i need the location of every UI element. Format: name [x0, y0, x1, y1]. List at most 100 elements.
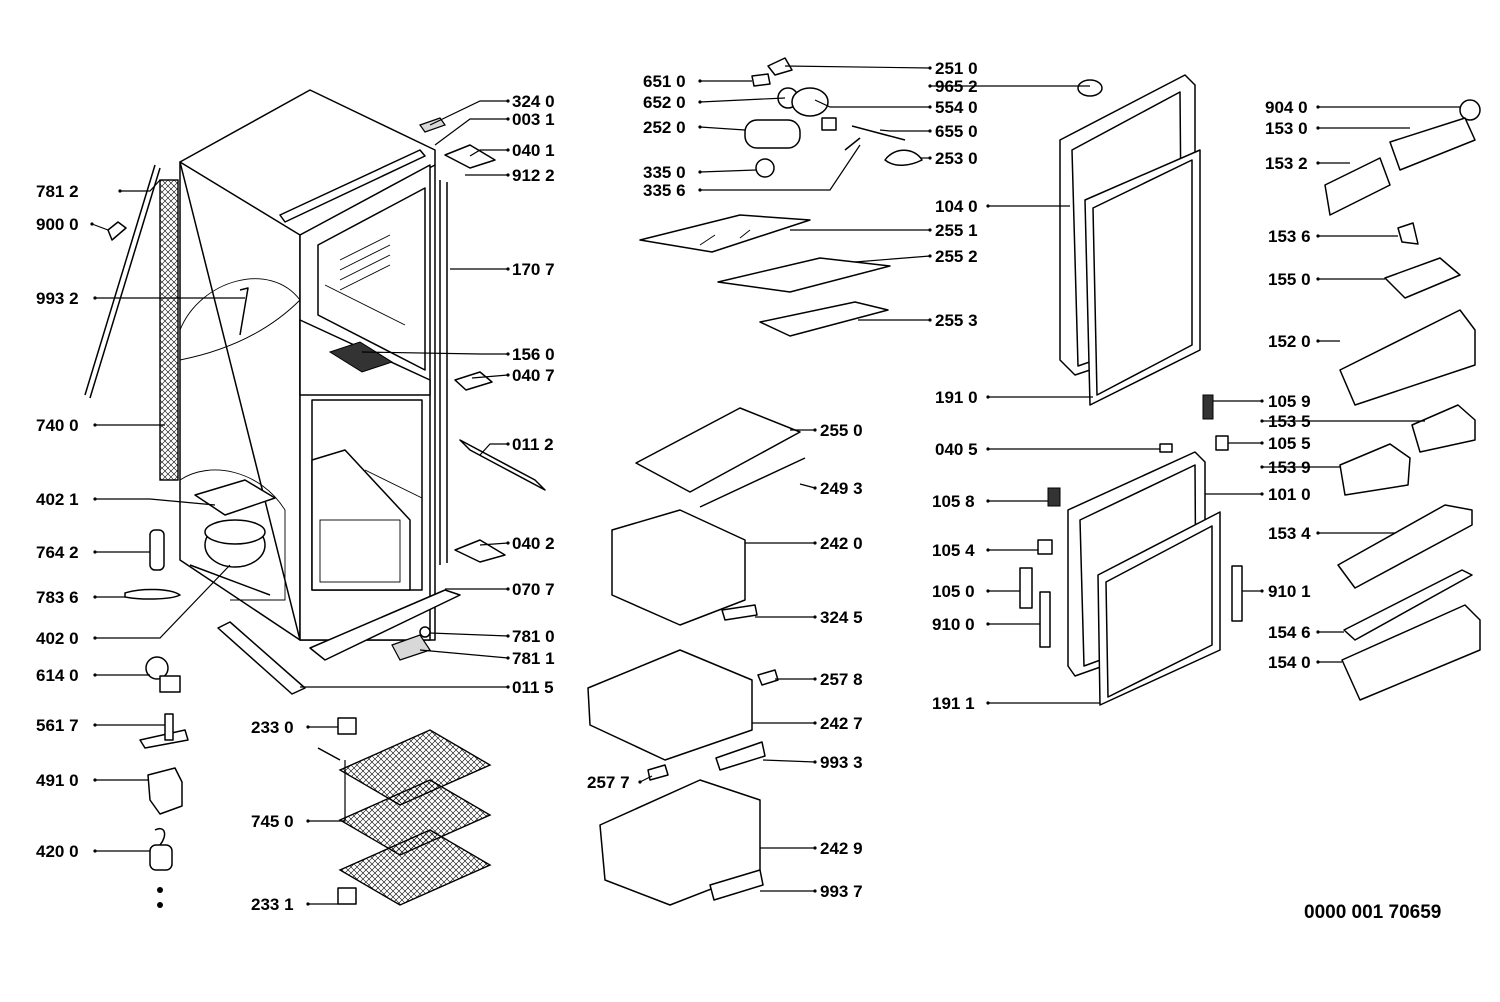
- part-label-011-2: 011 2: [512, 435, 554, 454]
- part-label-965-2: 965 2: [935, 77, 978, 96]
- leader-end-dot: [813, 760, 817, 764]
- part-label-910-1: 910 1: [1268, 582, 1311, 601]
- part-label-651-0: 651 0: [643, 72, 686, 91]
- leader-end-dot: [813, 846, 817, 850]
- leader-end-dot: [1316, 339, 1320, 343]
- leader-end-dot: [1260, 399, 1264, 403]
- leader-end-dot: [506, 634, 510, 638]
- part-label-402-0: 402 0: [36, 629, 79, 648]
- leader-end-dot: [698, 79, 702, 83]
- leader-end-dot: [506, 656, 510, 660]
- control-unit-drawing: [744, 57, 923, 178]
- leader-end-dot: [928, 156, 932, 160]
- part-label-652-0: 652 0: [643, 93, 686, 112]
- leader-end-dot: [698, 188, 702, 192]
- part-label-554-0: 554 0: [935, 98, 978, 117]
- cabinet-drawing: [84, 89, 546, 695]
- part-label-993-2: 993 2: [36, 289, 79, 308]
- leader-end-dot: [93, 423, 97, 427]
- leader-end-dot: [90, 222, 94, 226]
- part-label-783-6: 783 6: [36, 588, 79, 607]
- leader-end-dot: [506, 541, 510, 545]
- leader-end-dot: [93, 296, 97, 300]
- part-label-912-2: 912 2: [512, 166, 555, 185]
- part-label-233-1: 233 1: [251, 895, 294, 914]
- part-label-040-1: 040 1: [512, 141, 555, 160]
- part-label-242-7: 242 7: [820, 714, 863, 733]
- leader-end-dot: [928, 129, 932, 133]
- part-label-105-5: 105 5: [1268, 434, 1311, 453]
- part-label-153-0: 153 0: [1265, 119, 1308, 138]
- leader-end-dot: [506, 148, 510, 152]
- freezer-door-drawing: [1019, 394, 1243, 706]
- leader-end-dot: [813, 677, 817, 681]
- part-label-040-7: 040 7: [512, 366, 555, 385]
- leader-end-dot: [928, 318, 932, 322]
- part-label-335-6: 335 6: [643, 181, 686, 200]
- leader-end-dot: [506, 99, 510, 103]
- part-label-655-0: 655 0: [935, 122, 978, 141]
- leader-end-dot: [1316, 161, 1320, 165]
- leader-end-dot: [506, 685, 510, 689]
- part-label-105-0: 105 0: [932, 582, 975, 601]
- part-label-105-4: 105 4: [932, 541, 975, 560]
- drawers-drawing: [587, 407, 806, 906]
- part-label-101-0: 101 0: [1268, 485, 1311, 504]
- leader-end-dot: [506, 587, 510, 591]
- part-label-740-0: 740 0: [36, 416, 79, 435]
- part-label-153-6: 153 6: [1268, 227, 1311, 246]
- part-label-764-2: 764 2: [36, 543, 79, 562]
- glass-shelves-drawing: [639, 214, 891, 337]
- leader-end-dot: [306, 819, 310, 823]
- leader-end-dot: [986, 548, 990, 552]
- leader-end-dot: [698, 125, 702, 129]
- leader-end-dot: [306, 725, 310, 729]
- leader-end-dot: [506, 352, 510, 356]
- leader-end-dot: [698, 100, 702, 104]
- leader-end-dot: [93, 778, 97, 782]
- part-label-257-7: 257 7: [587, 773, 630, 792]
- leader-end-dot: [813, 428, 817, 432]
- part-label-105-8: 105 8: [932, 492, 975, 511]
- electrical-parts-drawing: [139, 656, 189, 908]
- part-label-324-0: 324 0: [512, 92, 555, 111]
- leader-end-dot: [1260, 465, 1264, 469]
- leader-end-dot: [1316, 630, 1320, 634]
- door-racks-drawing: [1324, 99, 1481, 701]
- leader-end-dot: [93, 636, 97, 640]
- leader-end-dot: [813, 889, 817, 893]
- part-label-781-1: 781 1: [512, 649, 555, 668]
- leader-end-dot: [928, 105, 932, 109]
- part-label-242-9: 242 9: [820, 839, 863, 858]
- leader-end-dot: [118, 189, 122, 193]
- part-label-614-0: 614 0: [36, 666, 79, 685]
- leader-end-dot: [986, 589, 990, 593]
- part-label-191-1: 191 1: [932, 694, 975, 713]
- part-label-242-0: 242 0: [820, 534, 863, 553]
- leader-end-dot: [813, 486, 817, 490]
- part-label-011-5: 011 5: [512, 678, 554, 697]
- part-label-155-0: 155 0: [1268, 270, 1311, 289]
- leader-end-dot: [986, 204, 990, 208]
- leader-end-dot: [813, 721, 817, 725]
- leader-end-dot: [93, 723, 97, 727]
- part-label-745-0: 745 0: [251, 812, 294, 831]
- wire-shelves-drawing: [317, 717, 492, 906]
- part-label-003-1: 003 1: [512, 110, 555, 129]
- part-label-257-8: 257 8: [820, 670, 863, 689]
- leader-end-dot: [986, 447, 990, 451]
- part-label-153-4: 153 4: [1268, 524, 1311, 543]
- leader-end-dot: [928, 66, 932, 70]
- leader-end-dot: [813, 541, 817, 545]
- part-label-251-0: 251 0: [935, 59, 978, 78]
- leader-end-dot: [506, 442, 510, 446]
- leader-end-dot: [1260, 419, 1264, 423]
- part-label-255-1: 255 1: [935, 221, 978, 240]
- leader-end-dot: [928, 84, 932, 88]
- part-label-191-0: 191 0: [935, 388, 978, 407]
- part-label-153-5: 153 5: [1268, 412, 1311, 431]
- leader-end-dot: [506, 173, 510, 177]
- leader-end-dot: [986, 701, 990, 705]
- part-label-170-7: 170 7: [512, 260, 555, 279]
- part-label-420-0: 420 0: [36, 842, 79, 861]
